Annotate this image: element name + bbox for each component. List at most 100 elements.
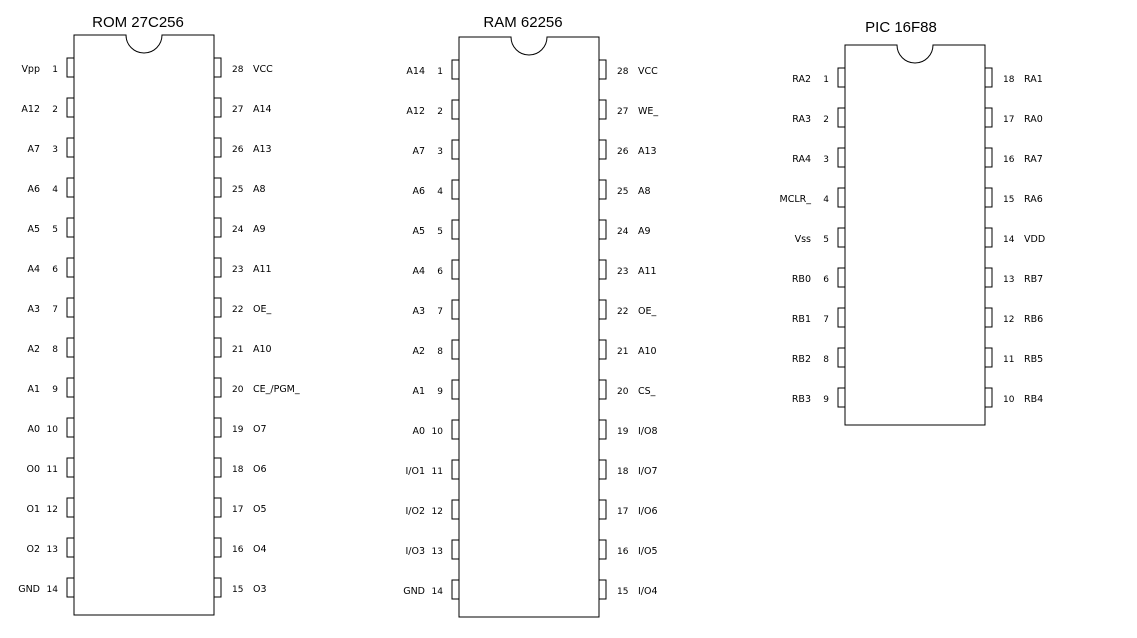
- pin-number: 6: [823, 275, 829, 285]
- pin-tab: [984, 147, 993, 168]
- pin-tab: [598, 179, 607, 200]
- pin-tab: [598, 499, 607, 520]
- pin-number: 14: [432, 587, 444, 597]
- pin-tab: [837, 307, 846, 328]
- pin-tab: [451, 379, 460, 400]
- pin-label: A9: [253, 224, 266, 235]
- chip-title: RAM 62256: [483, 14, 562, 31]
- pin-tab: [837, 187, 846, 208]
- pin-left-6: 6A4: [27, 257, 75, 278]
- pin-number: 24: [617, 227, 629, 237]
- pin-label: RA0: [1024, 114, 1043, 125]
- pin-label: A1: [412, 386, 425, 397]
- pin-tab: [837, 387, 846, 408]
- pin-tab: [66, 577, 75, 598]
- pin-label: O2: [26, 544, 40, 555]
- pin-number: 19: [232, 425, 244, 435]
- pin-tab: [213, 137, 222, 158]
- pin-number: 21: [232, 345, 243, 355]
- pin-number: 21: [617, 347, 628, 357]
- pin-number: 26: [232, 145, 244, 155]
- pin-label: A14: [253, 104, 272, 115]
- pin-number: 7: [52, 305, 58, 315]
- pin-number: 4: [823, 195, 829, 205]
- pin-tab: [598, 219, 607, 240]
- pin-label: A6: [412, 186, 425, 197]
- pin-tab: [213, 177, 222, 198]
- pin-tab: [66, 57, 75, 78]
- pin-tab: [598, 139, 607, 160]
- pin-left-5: 5A5: [27, 217, 75, 238]
- pin-label: I/O4: [638, 586, 658, 597]
- pin-number: 4: [437, 187, 443, 197]
- pin-label: OE_: [638, 306, 656, 317]
- pin-left-7: 7A3: [27, 297, 75, 318]
- pin-tab: [213, 257, 222, 278]
- pin-tab: [598, 539, 607, 560]
- pin-label: O4: [253, 544, 267, 555]
- chip-pic-16f88: PIC 16F881RA22RA33RA44MCLR_5Vss6RB07RB18…: [780, 19, 1045, 426]
- pin-tab: [66, 217, 75, 238]
- pin-label: I/O5: [638, 546, 658, 557]
- pin-label: A4: [412, 266, 425, 277]
- pin-label: A13: [638, 146, 657, 157]
- pin-tab: [66, 297, 75, 318]
- pin-tab: [451, 299, 460, 320]
- pin-number: 1: [52, 65, 58, 75]
- pin-tab: [213, 97, 222, 118]
- pin-label: O7: [253, 424, 267, 435]
- pin-label: A0: [412, 426, 425, 437]
- pin-tab: [984, 387, 993, 408]
- pin-label: RB3: [792, 394, 811, 405]
- pin-tab: [213, 217, 222, 238]
- pin-tab: [213, 297, 222, 318]
- pin-label: O3: [253, 584, 267, 595]
- pin-label: RA2: [792, 74, 811, 85]
- pin-label: A10: [638, 346, 657, 357]
- pin-number: 6: [437, 267, 443, 277]
- pin-label: A11: [638, 266, 657, 277]
- pin-label: CS_: [638, 386, 656, 397]
- pin-label: O6: [253, 464, 267, 475]
- pin-tab: [451, 259, 460, 280]
- pin-number: 27: [617, 107, 628, 117]
- pin-label: I/O1: [405, 466, 425, 477]
- pin-tab: [598, 419, 607, 440]
- pin-tab: [598, 259, 607, 280]
- pin-tab: [837, 147, 846, 168]
- pin-right-19: 19 O7: [213, 417, 267, 438]
- pin-number: 5: [52, 225, 58, 235]
- pin-tab: [598, 579, 607, 600]
- pin-number: 10: [47, 425, 59, 435]
- pin-number: 6: [52, 265, 58, 275]
- pin-tab: [837, 267, 846, 288]
- pin-label: Vpp: [21, 64, 40, 75]
- pin-number: 11: [1003, 355, 1014, 365]
- pin-label: WE_: [638, 106, 658, 117]
- pin-label: RB6: [1024, 314, 1043, 325]
- pin-label: MCLR_: [780, 194, 812, 205]
- chip-title: ROM 27C256: [92, 14, 184, 31]
